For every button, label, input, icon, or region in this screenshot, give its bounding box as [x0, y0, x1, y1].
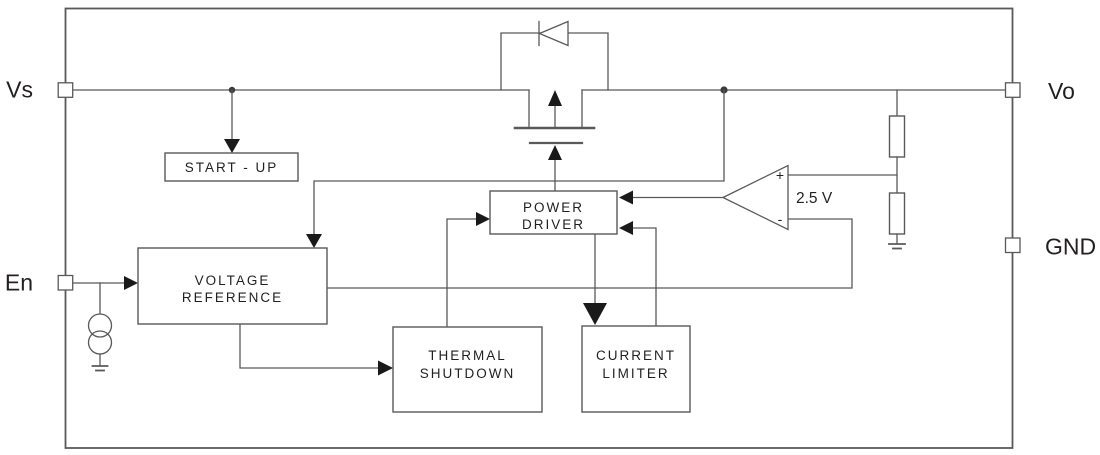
arrowhead-icon	[124, 276, 138, 290]
arrowhead-icon	[306, 234, 322, 248]
error-amplifier-icon	[721, 164, 789, 231]
reference-voltage-label: 2.5 V	[796, 190, 833, 207]
startup-box	[164, 152, 299, 182]
arrowhead-icon	[583, 303, 607, 325]
startup-label: START - UP	[185, 160, 279, 175]
body-diode-icon	[537, 20, 569, 47]
voltage-reference-label-line1: VOLTAGE	[195, 273, 271, 288]
vs-pin-label: Vs	[6, 77, 33, 103]
arrowhead-icon	[378, 360, 393, 376]
current-limiter-to-driver-wire	[632, 227, 657, 327]
amp-minus-label: -	[778, 211, 783, 227]
arrowhead-icon	[619, 221, 633, 235]
en-pin	[57, 274, 74, 291]
current-limiter-box	[581, 325, 691, 413]
thermal-shutdown-box	[392, 326, 543, 413]
thermal-shutdown-to-driver-wire	[446, 218, 477, 328]
enable-input	[71, 276, 138, 372]
arrowhead-icon	[548, 145, 562, 160]
current-limiter-label-line2: LIMITER	[602, 366, 669, 381]
vs-pin	[57, 82, 74, 98]
current-limiter-label-line1: CURRENT	[596, 348, 676, 363]
power-driver-label-line1: POWER	[523, 200, 584, 215]
current-limiter-block: CURRENT LIMITER	[581, 325, 691, 413]
voltage-reference-block: VOLTAGE REFERENCE	[137, 247, 328, 325]
startup-block: START - UP	[164, 152, 299, 182]
arrowhead-icon	[548, 90, 562, 106]
arrowhead-icon	[476, 212, 490, 226]
error-amplifier: + - 2.5 V	[326, 164, 898, 289]
feedback-wire	[313, 89, 725, 237]
arrowhead-icon	[619, 190, 633, 205]
en-pin-label: En	[5, 270, 33, 296]
amp-plus-label: +	[776, 167, 784, 183]
gnd-pin	[1004, 237, 1021, 254]
pass-transistor	[500, 20, 609, 192]
voltage-reference-box	[137, 247, 328, 325]
power-driver-label-line2: DRIVER	[522, 217, 585, 232]
resistor-top	[888, 115, 906, 158]
thermal-shutdown-label-line2: SHUTDOWN	[420, 366, 516, 381]
power-driver-block: POWER DRIVER	[489, 190, 618, 235]
vo-pin-label: Vo	[1048, 78, 1075, 104]
current-source-icon	[87, 313, 113, 338]
thermal-shutdown-label-line1: THERMAL	[428, 348, 507, 363]
voltage-reference-label-line2: REFERENCE	[182, 290, 283, 305]
minus-input-wire	[326, 218, 853, 289]
reference-to-thermal-wire	[239, 323, 379, 369]
gnd-pin-label: GND	[1045, 234, 1096, 260]
thermal-shutdown-block: THERMAL SHUTDOWN	[392, 326, 543, 413]
vo-pin	[1004, 82, 1021, 98]
arrowhead-icon	[224, 139, 240, 153]
resistor-bottom	[888, 192, 906, 235]
power-driver-box	[489, 190, 618, 235]
